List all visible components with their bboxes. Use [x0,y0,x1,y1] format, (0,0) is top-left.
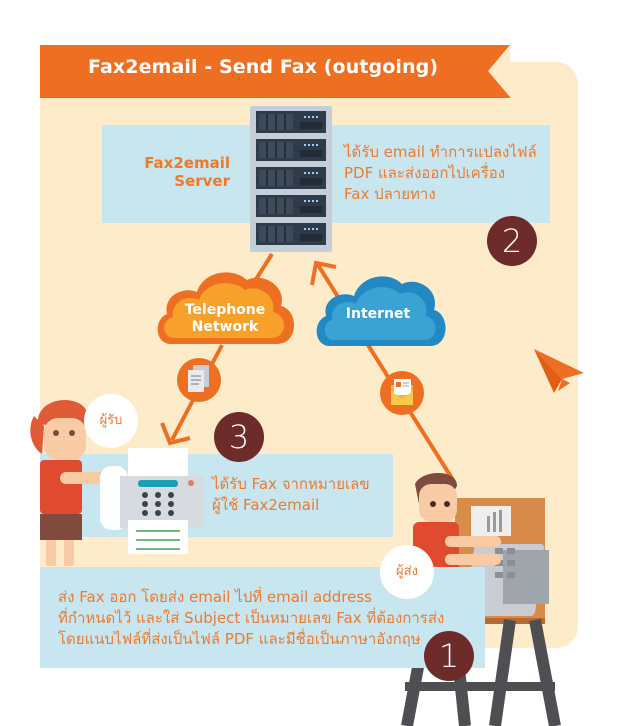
telephone-label-line1: Telephone [184,302,266,318]
sender-description-line: โดยแนบไฟล์ที่ส่งเป็นไฟล์ PDF และมีชื่อเป… [58,630,421,648]
server-rack-icon [250,106,332,252]
server-label: Fax2email Server [120,154,230,190]
fax-machine-icon [100,448,204,554]
internet-cloud-icon [316,276,446,346]
paper-plane-icon [534,349,584,393]
telephone-label-line2: Network [191,319,259,335]
title-banner [40,45,510,98]
server-description-line: PDF และส่งออกไปเครื่อง [344,164,506,182]
sender-description-line: ที่กำหนดไว้ และใส่ Subject เป็นหมายเลข F… [58,609,445,627]
server-description: ได้รับ email ทำการแปลงไฟล์ PDF และส่งออก… [344,142,537,205]
step-badge-2: 2 [487,216,537,266]
receiver-description: ได้รับ Fax จากหมายเลข ผู้ใช้ Fax2email [212,474,370,516]
receiver-person-icon [30,400,110,566]
sender-description-line: ส่ง Fax ออก โดยส่ง email ไปที่ email add… [58,588,372,606]
banner-notch [488,45,510,97]
sender-person-icon [401,473,561,726]
server-description-line: ได้รับ email ทำการแปลงไฟล์ [344,143,537,161]
receiver-info-box [40,454,393,537]
step-badge-1: 1 [424,631,474,681]
telephone-cloud-icon [157,272,295,344]
server-label-line1: Fax2email [144,154,230,172]
server-description-line: Fax ปลายทาง [344,185,436,203]
receiver-description-line: ได้รับ Fax จากหมายเลข [212,475,370,493]
sender-description: ส่ง Fax ออก โดยส่ง email ไปที่ email add… [58,587,444,650]
page-title: Fax2email - Send Fax (outgoing) [88,56,439,78]
document-icon [177,358,221,402]
internet-label: Internet [345,306,411,322]
server-label-line2: Server [174,172,230,190]
receiver-description-line: ผู้ใช้ Fax2email [212,496,320,514]
receiver-role-label: ผู้รับ [84,394,138,448]
step-badge-3: 3 [214,412,264,462]
email-envelope-icon [380,371,424,415]
telephone-network-label: Telephone Network [165,302,285,336]
sender-role-label: ผู้ส่ง [380,545,434,599]
